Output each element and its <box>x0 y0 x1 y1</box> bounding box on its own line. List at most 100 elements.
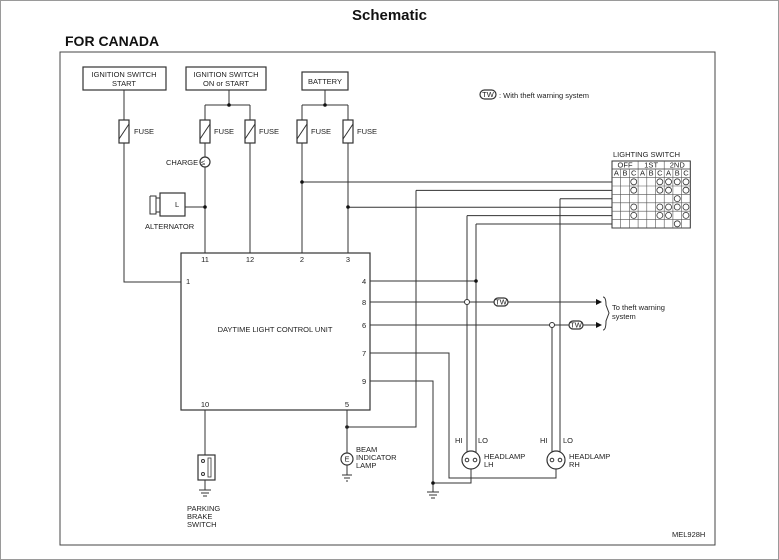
svg-text:HI: HI <box>540 436 548 445</box>
svg-text:11: 11 <box>201 255 209 264</box>
switch-column-label: A <box>666 169 671 178</box>
svg-text:E: E <box>344 455 349 464</box>
svg-text:10: 10 <box>201 400 209 409</box>
ignition-switch-on-start: IGNITION SWITCH ON or START <box>185 66 267 91</box>
svg-text:HEADLAMP: HEADLAMP <box>484 452 525 461</box>
switch-contact <box>665 178 672 186</box>
theft-warning-label: To theft warning <box>612 303 665 312</box>
charge-lamp: ≤ CHARGE <box>166 156 211 168</box>
svg-text:7: 7 <box>362 349 366 358</box>
svg-text:FUSE: FUSE <box>311 127 331 136</box>
svg-text:HI: HI <box>455 436 463 445</box>
parking-brake-switch: PARKING BRAKE SWITCH <box>187 454 220 529</box>
fuse: FUSE <box>342 119 377 144</box>
svg-text:FUSE: FUSE <box>259 127 279 136</box>
beam-indicator-lamp: E BEAM INDICATOR LAMP <box>340 445 397 470</box>
svg-text:5: 5 <box>345 400 349 409</box>
svg-text:LAMP: LAMP <box>356 461 376 470</box>
battery: BATTERY <box>301 71 349 91</box>
switch-contact <box>656 178 664 186</box>
daytime-light-control-unit: DAYTIME LIGHT CONTROL UNIT 11 12 2 3 1 4… <box>180 252 371 411</box>
switch-column-label: B <box>675 169 680 178</box>
switch-contact <box>630 211 638 219</box>
svg-text:CHARGE: CHARGE <box>166 158 198 167</box>
svg-text:L: L <box>175 200 179 209</box>
switch-column-label: A <box>614 169 619 178</box>
svg-text:1: 1 <box>186 277 190 286</box>
switch-column-label: C <box>631 169 637 178</box>
switch-column-label: B <box>649 169 654 178</box>
switch-position-2nd: 2ND <box>670 161 686 170</box>
ignition-switch-start: IGNITION SWITCH START <box>82 66 167 91</box>
svg-text:LO: LO <box>563 436 573 445</box>
switch-contact <box>673 203 681 211</box>
svg-text:LO: LO <box>478 436 488 445</box>
switch-contact <box>673 178 681 186</box>
switch-contact <box>656 186 664 194</box>
svg-text:LH: LH <box>484 460 494 469</box>
switch-contact <box>665 203 672 211</box>
svg-text:FUSE: FUSE <box>357 127 377 136</box>
svg-text:8: 8 <box>362 298 366 307</box>
svg-text:9: 9 <box>362 377 366 386</box>
svg-text:RH: RH <box>569 460 580 469</box>
switch-contact <box>665 211 672 219</box>
switch-position-1st: 1ST <box>644 161 658 170</box>
page-title: Schematic <box>351 7 428 24</box>
switch-contact <box>682 211 690 219</box>
switch-position-off: OFF <box>618 161 633 170</box>
switch-contact <box>656 211 664 219</box>
switch-column-label: A <box>640 169 645 178</box>
switch-column-label: B <box>623 169 628 178</box>
svg-text:≤: ≤ <box>201 158 205 167</box>
switch-contact <box>656 203 664 211</box>
switch-contact <box>665 186 672 194</box>
fuse: FUSE <box>296 119 331 144</box>
switch-contact <box>630 186 638 194</box>
svg-text:HEADLAMP: HEADLAMP <box>569 452 610 461</box>
switch-contact <box>630 178 638 186</box>
svg-text:IGNITION SWITCH: IGNITION SWITCH <box>92 70 157 79</box>
switch-contact <box>673 220 681 228</box>
svg-text:: With theft warning system: : With theft warning system <box>499 91 589 100</box>
svg-text:SWITCH: SWITCH <box>187 520 217 529</box>
diagram-subtitle: FOR CANADA <box>65 33 160 49</box>
svg-text:FUSE: FUSE <box>214 127 234 136</box>
switch-contact <box>673 195 681 203</box>
svg-text:ALTERNATOR: ALTERNATOR <box>145 222 195 231</box>
fuse: FUSE <box>199 119 234 144</box>
diagram-border <box>59 51 716 546</box>
headlamp-lh: HI LO HEADLAMP LH <box>455 436 525 470</box>
fuse: FUSE <box>244 119 279 144</box>
svg-text:START: START <box>112 79 136 88</box>
svg-text:2: 2 <box>300 255 304 264</box>
svg-text:DAYTIME LIGHT CONTROL UNIT: DAYTIME LIGHT CONTROL UNIT <box>218 325 333 334</box>
svg-text:PARKING: PARKING <box>187 504 220 513</box>
svg-text:TW: TW <box>495 298 508 307</box>
svg-text:FUSE: FUSE <box>134 127 154 136</box>
tw-badge: TW <box>493 297 509 307</box>
alternator: L ALTERNATOR <box>145 192 207 231</box>
headlamp-rh: HI LO HEADLAMP RH <box>540 436 610 470</box>
svg-text:TW: TW <box>482 90 495 99</box>
switch-contact <box>682 186 690 194</box>
svg-text:BATTERY: BATTERY <box>308 77 342 86</box>
svg-text:4: 4 <box>362 277 366 286</box>
switch-column-label: C <box>657 169 663 178</box>
svg-text:BEAM: BEAM <box>356 445 377 454</box>
fuse: FUSE <box>118 119 154 144</box>
tw-legend: TW : With theft warning system <box>479 89 589 100</box>
switch-contact <box>630 203 638 211</box>
svg-text:INDICATOR: INDICATOR <box>356 453 397 462</box>
svg-text:BRAKE: BRAKE <box>187 512 212 521</box>
svg-text:ON or START: ON or START <box>203 79 249 88</box>
svg-text:LIGHTING SWITCH: LIGHTING SWITCH <box>613 150 680 159</box>
diagram-code: MEL928H <box>672 530 705 539</box>
switch-contact <box>682 203 690 211</box>
svg-text:3: 3 <box>346 255 350 264</box>
switch-column-label: C <box>683 169 689 178</box>
svg-text:TW: TW <box>570 321 583 330</box>
tw-badge: TW <box>568 320 584 330</box>
